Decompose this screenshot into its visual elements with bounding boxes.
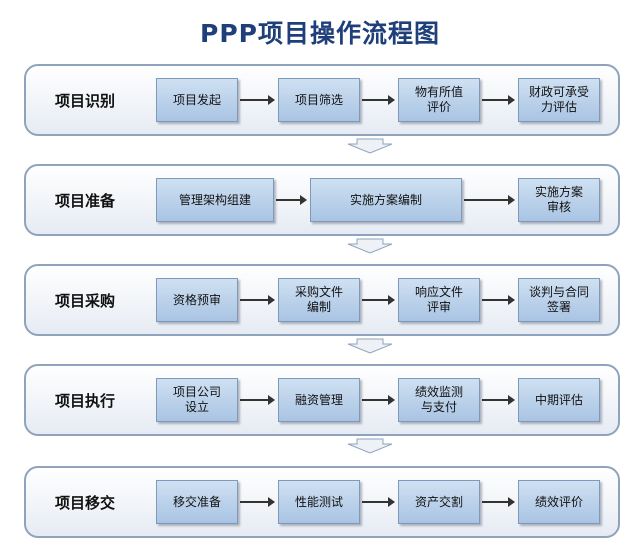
stage-label: 项目准备 xyxy=(54,191,115,210)
step-box: 谈判与合同 签署 xyxy=(518,278,600,322)
flow-arrow xyxy=(464,195,515,205)
flow-arrow xyxy=(482,95,515,105)
stage-row: 项目执行 项目公司 设立融资管理绩效监测 与支付中期评估 xyxy=(24,364,620,436)
flow-arrow xyxy=(482,295,515,305)
flow-arrow xyxy=(240,295,275,305)
step-box: 响应文件 评审 xyxy=(398,278,480,322)
step-box: 采购文件 编制 xyxy=(278,278,360,322)
step-box: 实施方案编制 xyxy=(310,178,462,222)
flow-arrow xyxy=(240,95,275,105)
stage-label: 项目采购 xyxy=(54,291,115,310)
step-box: 项目筛选 xyxy=(278,78,360,122)
diagram-title: PPP项目操作流程图 xyxy=(200,19,440,48)
step-box: 管理架构组建 xyxy=(156,178,274,222)
flow-arrow xyxy=(482,497,515,507)
stage-label: 项目移交 xyxy=(54,493,115,512)
down-arrow-icon xyxy=(345,338,395,354)
flow-arrow xyxy=(362,95,395,105)
stage-label: 项目执行 xyxy=(54,391,115,410)
step-box: 融资管理 xyxy=(278,378,360,422)
step-box: 资产交割 xyxy=(398,480,480,524)
down-arrow-icon xyxy=(345,238,395,254)
stage-row: 项目移交 移交准备性能测试资产交割绩效评价 xyxy=(24,466,620,538)
flow-arrow xyxy=(240,497,275,507)
flow-arrow xyxy=(362,497,395,507)
step-box: 财政可承受 力评估 xyxy=(518,78,600,122)
step-box: 物有所值 评价 xyxy=(398,78,480,122)
step-box: 中期评估 xyxy=(518,378,600,422)
stage-row: 项目采购 资格预审采购文件 编制响应文件 评审谈判与合同 签署 xyxy=(24,264,620,336)
flow-arrow xyxy=(276,195,307,205)
step-box: 移交准备 xyxy=(156,480,238,524)
step-box: 绩效监测 与支付 xyxy=(398,378,480,422)
step-box: 绩效评价 xyxy=(518,480,600,524)
step-box: 项目公司 设立 xyxy=(156,378,238,422)
flow-arrow xyxy=(482,395,515,405)
step-box: 性能测试 xyxy=(278,480,360,524)
flow-arrow xyxy=(362,395,395,405)
down-arrow-icon xyxy=(345,138,395,154)
stage-row: 项目识别 项目发起项目筛选物有所值 评价财政可承受 力评估 xyxy=(24,64,620,136)
down-arrow-icon xyxy=(345,438,395,454)
stage-label: 项目识别 xyxy=(54,91,115,110)
step-box: 资格预审 xyxy=(156,278,238,322)
stage-row: 项目准备 管理架构组建实施方案编制 实施方案 审核 xyxy=(24,164,620,236)
step-box: 实施方案 审核 xyxy=(518,178,600,222)
step-box: 项目发起 xyxy=(156,78,238,122)
flow-arrow xyxy=(240,395,275,405)
flow-arrow xyxy=(362,295,395,305)
